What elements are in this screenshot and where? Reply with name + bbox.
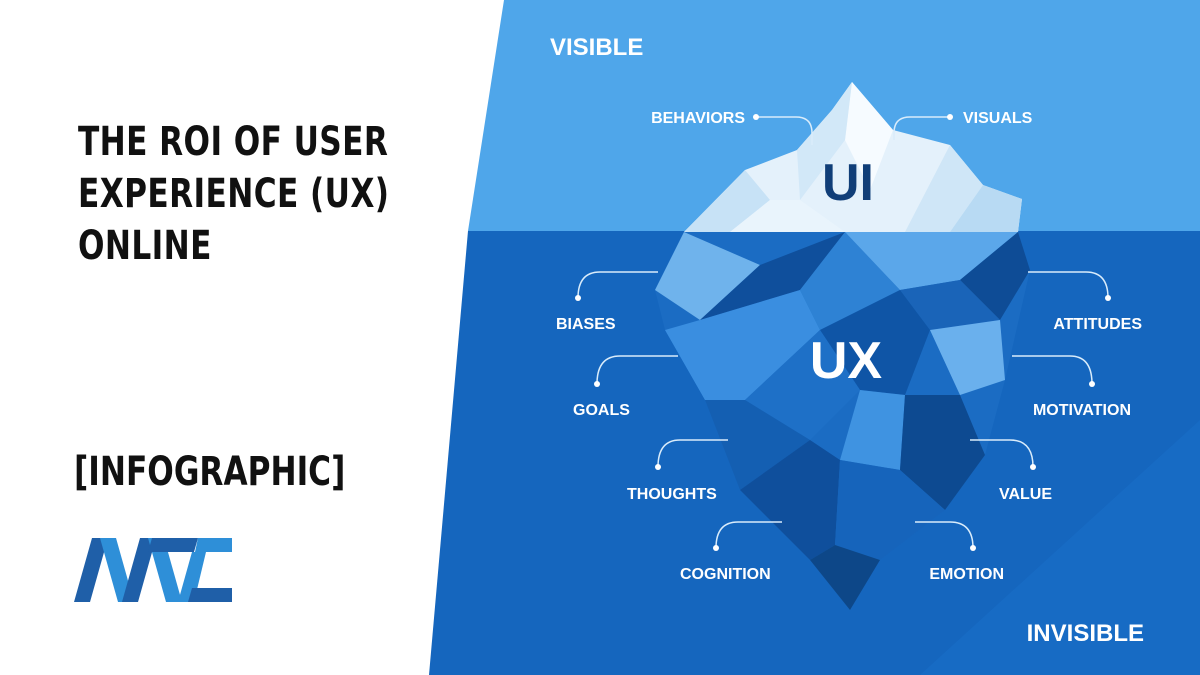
- label-goals: GOALS: [573, 402, 630, 419]
- left-panel: THE ROI OF USER EXPERIENCE (UX) ONLINE […: [0, 0, 520, 675]
- visible-label: VISIBLE: [550, 34, 643, 61]
- ux-label: UX: [810, 332, 883, 390]
- label-visuals: VISUALS: [963, 110, 1033, 127]
- label-emotion: EMOTION: [929, 566, 1004, 583]
- iceberg-underwater: [655, 232, 1030, 610]
- label-cognition: COGNITION: [680, 566, 771, 583]
- connector-dots: [575, 114, 1111, 551]
- infographic-tag: [INFOGRAPHIC]: [74, 449, 346, 495]
- ui-label: UI: [822, 154, 874, 212]
- connector-lines: [577, 116, 1109, 549]
- label-motivation: MOTIVATION: [1033, 402, 1131, 419]
- label-value: VALUE: [999, 486, 1052, 503]
- title-line-3: ONLINE: [78, 223, 212, 269]
- title-line-2: EXPERIENCE (UX): [78, 171, 390, 217]
- label-behaviors: BEHAVIORS: [651, 110, 745, 127]
- iceberg-tip: [684, 82, 1022, 232]
- label-biases: BIASES: [556, 316, 616, 333]
- label-thoughts: THOUGHTS: [627, 486, 717, 503]
- mtc-logo-icon: [74, 538, 232, 602]
- page-title: THE ROI OF USER EXPERIENCE (UX) ONLINE: [78, 116, 390, 272]
- invisible-label: INVISIBLE: [1027, 620, 1144, 647]
- sea-light-band: [920, 420, 1200, 675]
- title-line-1: THE ROI OF USER: [78, 119, 389, 165]
- label-attitudes: ATTITUDES: [1053, 316, 1142, 333]
